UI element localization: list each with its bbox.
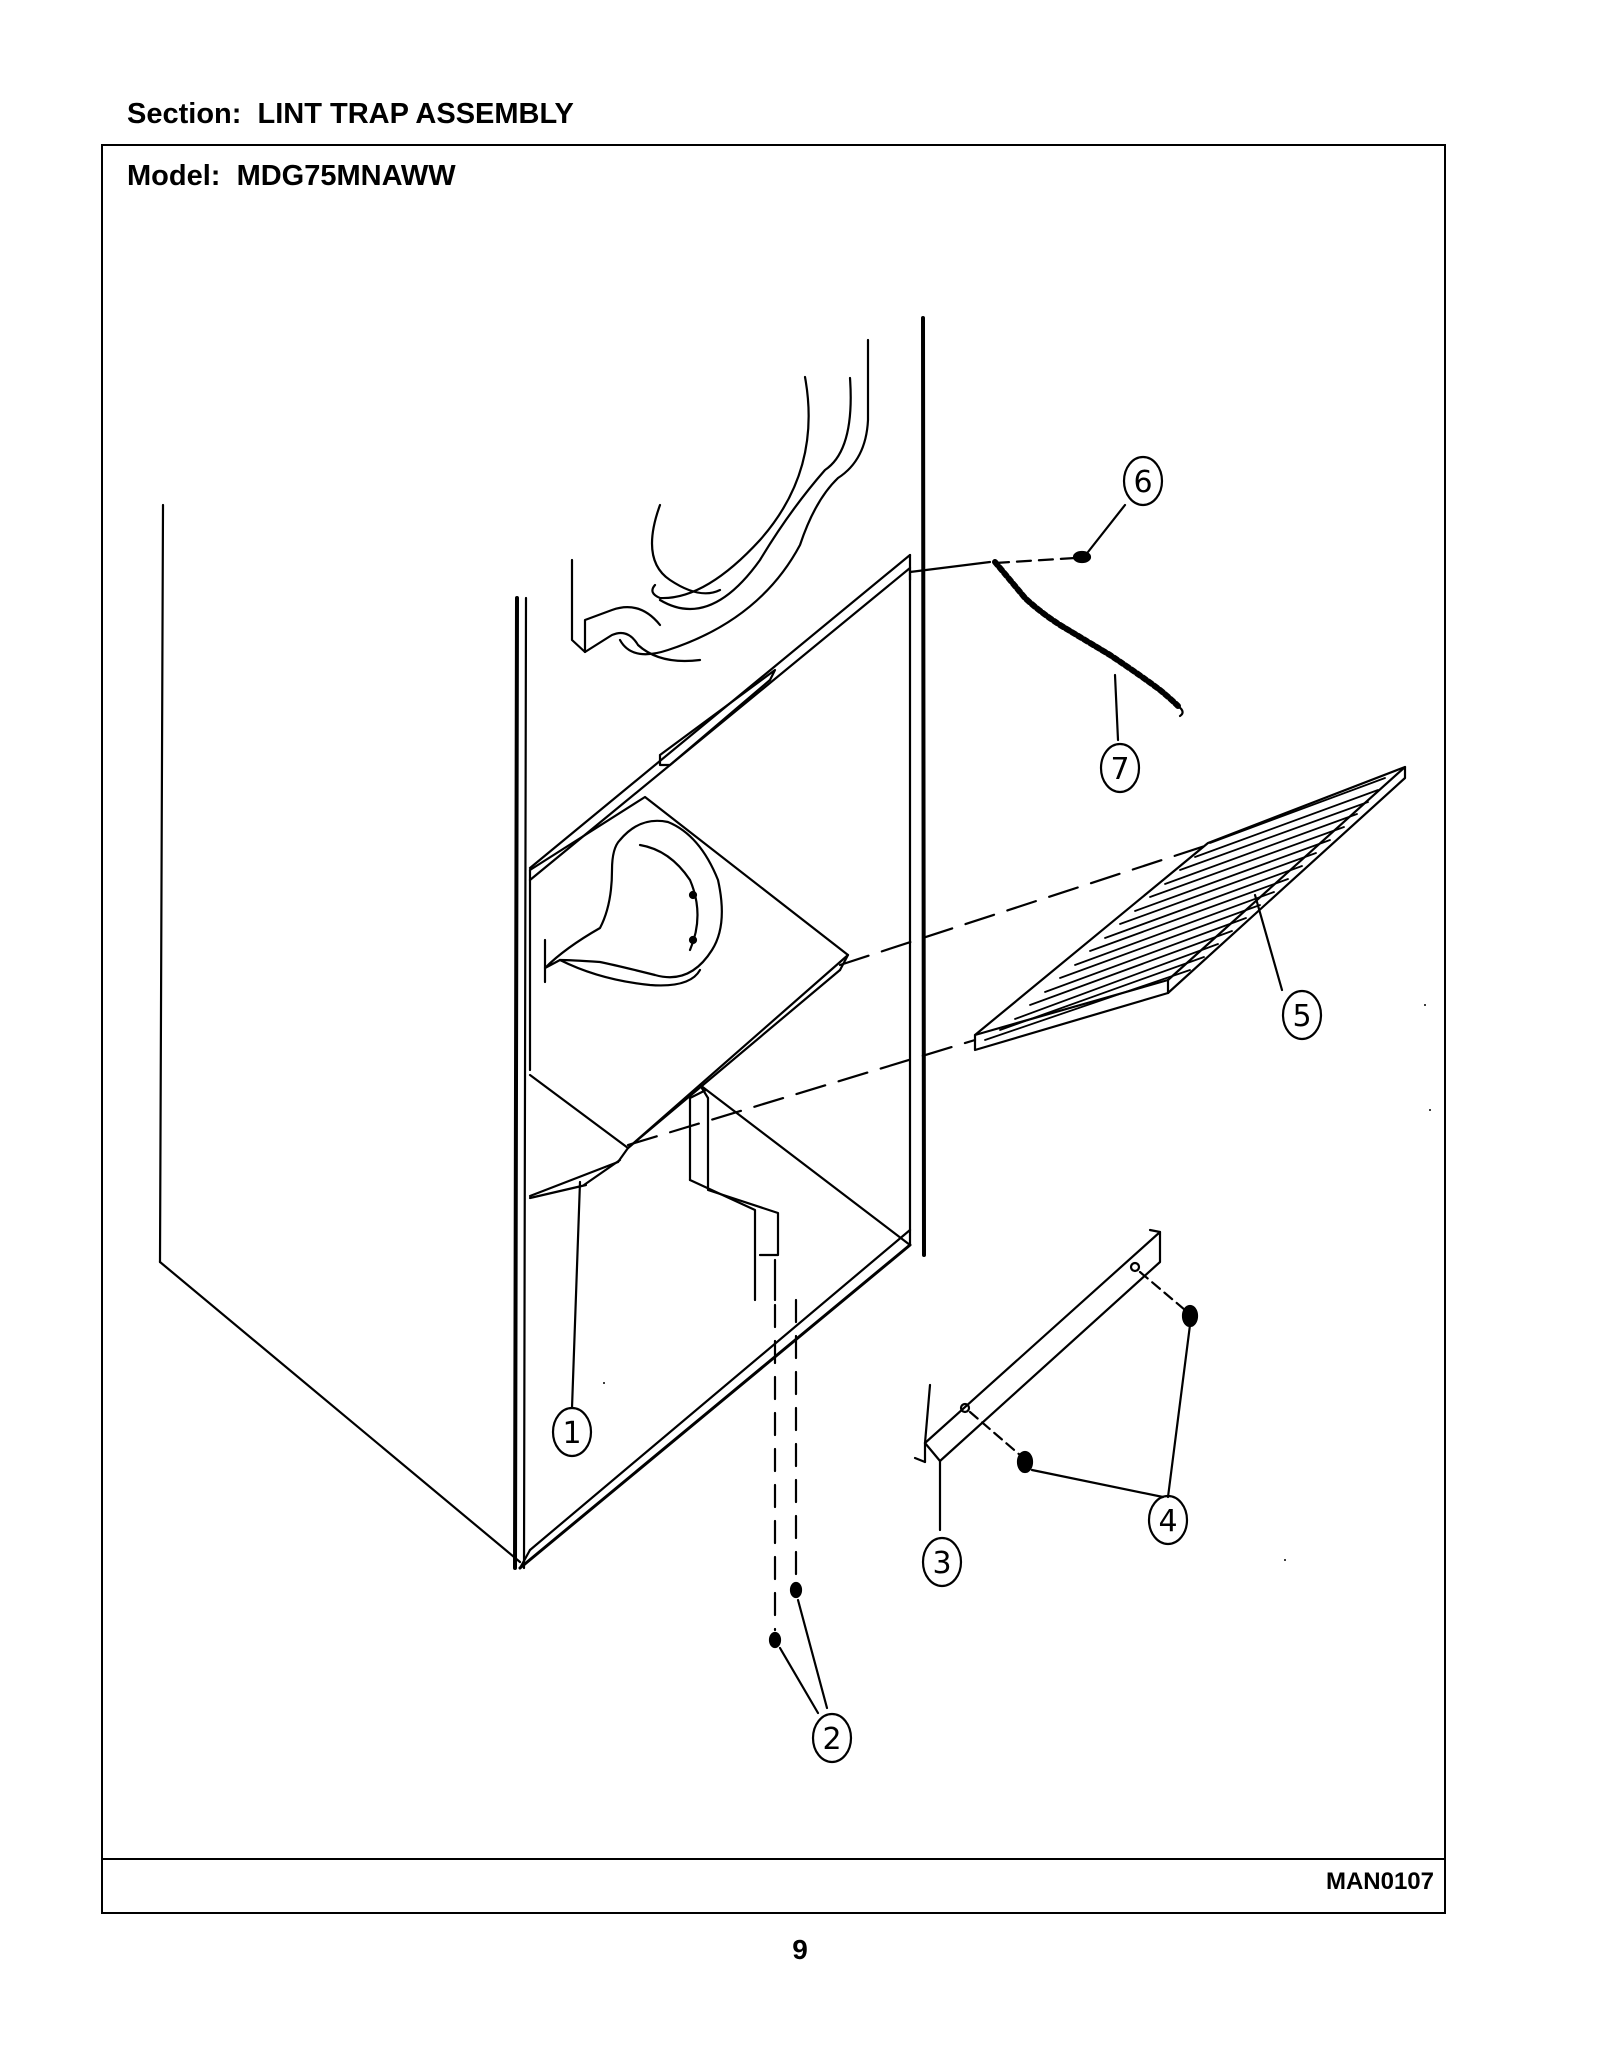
document-code: MAN0107 xyxy=(1325,1868,1434,1895)
svg-text:5: 5 xyxy=(1292,999,1311,1034)
lint-duct-housing xyxy=(530,797,910,1300)
model-label: Model: xyxy=(127,160,221,192)
cabinet-left-panel xyxy=(160,505,520,1562)
chain-and-screw xyxy=(910,505,1183,740)
svg-text:3: 3 xyxy=(932,1546,951,1581)
page-number: 9 xyxy=(792,1934,808,1965)
callout-7: 7 xyxy=(1101,744,1139,792)
upper-shelf xyxy=(530,555,910,880)
model-value: MDG75MNAWW xyxy=(236,160,456,192)
svg-text:6: 6 xyxy=(1133,465,1152,500)
drum-opening xyxy=(572,340,868,661)
bracket-screws xyxy=(970,1272,1197,1497)
svg-text:4: 4 xyxy=(1158,1504,1177,1539)
bracket xyxy=(915,1230,1160,1530)
filter-mesh xyxy=(985,778,1385,1040)
diagram-frame xyxy=(101,144,1446,1914)
callout-5: 5 xyxy=(1283,991,1321,1039)
svg-text:2: 2 xyxy=(822,1722,841,1757)
svg-text:7: 7 xyxy=(1110,752,1129,787)
section-value: LINT TRAP ASSEMBLY xyxy=(257,98,574,130)
filter-alignment-lines xyxy=(628,845,1208,1145)
callout-2: 2 xyxy=(813,1714,851,1762)
callout-4: 4 xyxy=(1149,1496,1187,1544)
model-title: Model: MDG75MNAWW xyxy=(127,160,456,193)
scan-specks xyxy=(603,1004,1446,1561)
svg-text:1: 1 xyxy=(562,1416,581,1451)
section-label: Section: xyxy=(127,98,242,130)
lint-filter-screen xyxy=(975,767,1405,1050)
callout-6: 6 xyxy=(1124,457,1162,505)
callout-3: 3 xyxy=(923,1538,961,1586)
footer-rule xyxy=(101,1858,1446,1860)
callout-1: 1 xyxy=(553,1408,591,1456)
section-title: Section: LINT TRAP ASSEMBLY xyxy=(127,98,574,131)
cabinet-front-panel xyxy=(515,318,924,1568)
duct-screws xyxy=(770,1300,827,1713)
